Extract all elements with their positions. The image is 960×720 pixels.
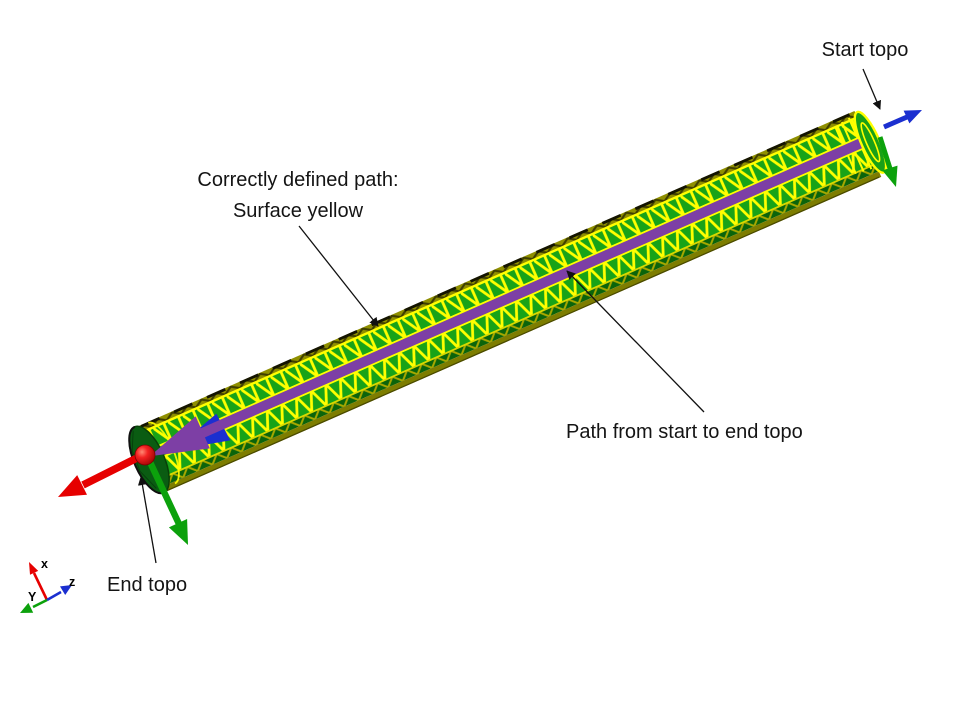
correct-path-label-line1: Correctly defined path: [197, 169, 399, 191]
correct-path-label: Correctly defined path: Surface yellow [177, 165, 419, 227]
beam-facet-line-path-top [145, 133, 868, 453]
correct-path-label-line2: Surface yellow [232, 200, 364, 222]
end-x-arrow-head [58, 475, 87, 497]
beam-mesh-lower [150, 144, 880, 480]
triad-x-axis-head [29, 562, 39, 575]
beam-facet-olive-bottom [161, 171, 882, 493]
triad-y-axis-head [20, 602, 34, 613]
path-line [197, 134, 872, 440]
start-y-arrow-head [882, 165, 898, 187]
end-y-arrow-head [168, 519, 188, 545]
leader-surface-yellow [298, 225, 379, 327]
triad-z-axis-head [60, 585, 72, 595]
triad-y-label: Y [28, 590, 37, 604]
beam-bottom-edge [165, 176, 880, 492]
triad-y-axis-shaft [32, 598, 48, 609]
leader-path [566, 270, 705, 413]
end-y-arrow-shaft [147, 460, 182, 526]
start-topo-vectors [877, 110, 922, 187]
triad-z-label: z [69, 575, 76, 589]
beam-3d [128, 110, 888, 495]
start-y-arrow-shaft [877, 136, 893, 170]
end-topo-node-sphere [134, 444, 156, 466]
beam-facet-line-path-bottom [149, 143, 872, 464]
start-topo-label: Start topo [821, 39, 909, 61]
start-z-arrow-shaft [883, 114, 908, 130]
beam-mesh-upper [137, 116, 868, 453]
path-arrowhead [149, 416, 210, 457]
path-annotation-label: Path from start to end topo [566, 421, 803, 443]
start-z-arrow-head [903, 110, 922, 124]
beam-facet-line-top [137, 115, 860, 436]
end-topo-vectors [58, 444, 188, 545]
triad-x-axis-shaft [32, 572, 49, 601]
leader-start-topo [862, 68, 881, 110]
orientation-triad [20, 562, 72, 613]
beam-end-cap-outline [128, 425, 165, 495]
beam-facet-line-dark [157, 162, 878, 481]
leader-end-topo [137, 476, 157, 564]
triad-x-label: x [41, 557, 48, 571]
triad-z-axis-shaft [46, 590, 62, 602]
beam-facet-dark-mesh [158, 163, 881, 488]
end-x-arrow-shaft [81, 452, 143, 489]
end-topo-label: End topo [107, 574, 188, 596]
annotation-leaders [137, 68, 881, 564]
